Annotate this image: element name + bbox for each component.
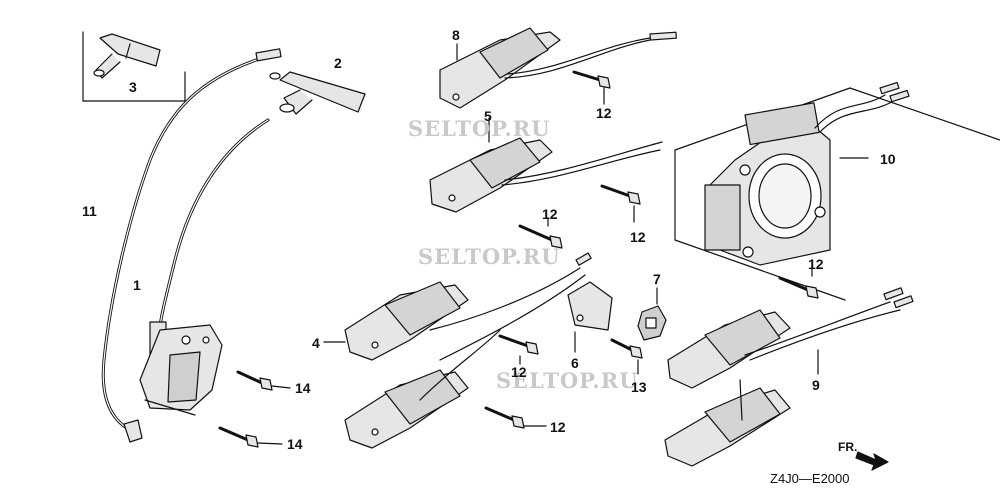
charge-coil-5 <box>429 137 663 213</box>
grommet-7 <box>637 287 667 341</box>
label-part-12-a: 12 <box>596 105 612 121</box>
watermark-middle: SELTOP.RU <box>418 244 561 269</box>
front-direction-label: FR. <box>838 440 858 454</box>
ignition-coil-1 <box>139 321 223 416</box>
label-part-11: 11 <box>82 203 97 219</box>
bolt-14-upper <box>236 370 291 391</box>
charge-coil-8 <box>439 27 677 109</box>
label-part-1: 1 <box>133 277 141 293</box>
bolt-12-mid <box>600 184 641 223</box>
label-part-12-e: 12 <box>511 364 527 380</box>
reference-code: Z4J0—E2000 <box>770 471 850 486</box>
label-part-14-lower: 14 <box>287 436 303 452</box>
label-part-8: 8 <box>452 27 460 43</box>
cable-11 <box>101 48 282 443</box>
bolt-12-bottom <box>484 406 547 429</box>
label-part-12-b: 12 <box>542 206 558 222</box>
label-part-6: 6 <box>571 355 579 371</box>
screw-13 <box>610 338 643 375</box>
cable-1 <box>156 118 270 342</box>
label-part-10: 10 <box>880 151 896 167</box>
label-part-12-f: 12 <box>550 419 566 435</box>
label-part-13: 13 <box>631 379 647 395</box>
bracket-6 <box>567 281 613 353</box>
watermark-top: SELTOP.RU <box>408 116 551 141</box>
label-part-3: 3 <box>129 79 137 95</box>
label-part-4: 4 <box>312 335 320 351</box>
bolt-14-lower <box>218 426 283 448</box>
plug-cap-3 <box>93 33 161 79</box>
fr-arrow-icon <box>855 451 889 471</box>
label-part-2: 2 <box>334 55 342 71</box>
coil-pair-4 <box>344 252 592 449</box>
label-part-5: 5 <box>484 108 492 124</box>
bolt-12-right <box>778 267 819 299</box>
label-part-12-c: 12 <box>630 229 646 245</box>
label-part-12-d: 12 <box>808 256 824 272</box>
label-part-7: 7 <box>653 271 661 287</box>
label-part-14-upper: 14 <box>295 380 311 396</box>
watermark-bottom: SELTOP.RU <box>496 368 639 393</box>
plug-cap-2 <box>269 71 366 115</box>
coil-pair-9 <box>664 287 914 467</box>
bolt-12-center <box>498 334 539 365</box>
label-part-9: 9 <box>812 377 820 393</box>
part-3-inset <box>82 31 186 102</box>
bolt-12-top <box>572 70 611 105</box>
stator-10 <box>674 81 1000 301</box>
bolt-12-left <box>518 217 563 249</box>
